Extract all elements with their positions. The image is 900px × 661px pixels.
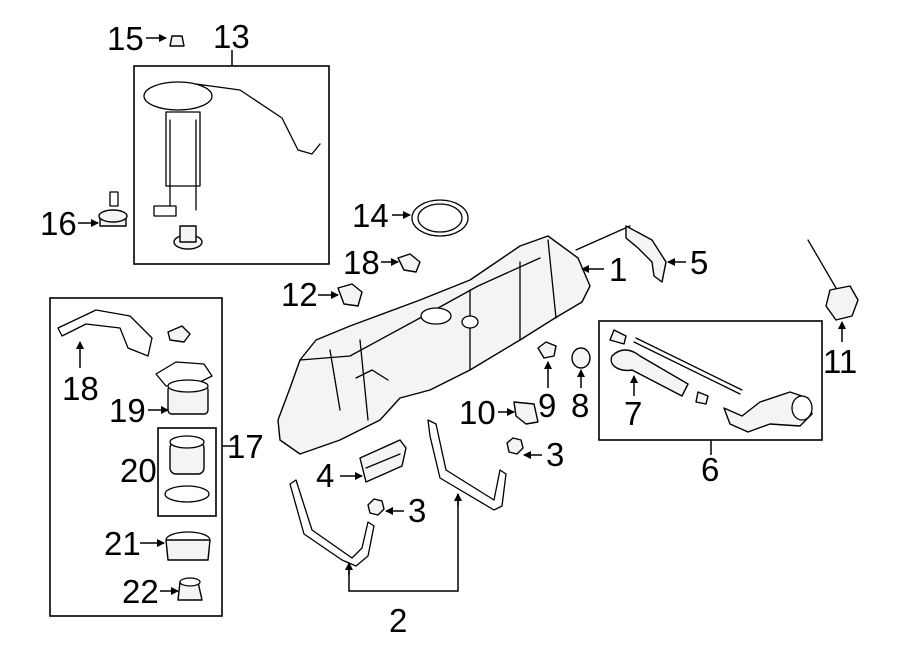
callout-8: 8 [571, 387, 589, 424]
heat-shield [359, 439, 407, 483]
callout-4: 4 [316, 457, 334, 494]
fitting-clip-9 [537, 341, 557, 359]
fastener-15 [169, 35, 185, 47]
callout-17: 17 [227, 428, 264, 465]
seal-ring-14-inner [417, 203, 463, 233]
leader-2 [348, 498, 459, 592]
filler-neck-assembly [609, 329, 813, 433]
callout-13: 13 [213, 18, 250, 55]
callout-5: 5 [690, 244, 708, 281]
callout-3a: 3 [546, 436, 564, 473]
callout-16: 16 [40, 205, 77, 242]
fuel-pump-module [143, 81, 321, 250]
callout-11: 11 [823, 343, 857, 380]
retainer-21 [165, 531, 211, 561]
nut-upper [506, 437, 524, 455]
bracket-18-kit [57, 309, 153, 357]
callout-18b: 18 [62, 370, 99, 407]
pump-kit-box [49, 297, 223, 617]
callout-21: 21 [104, 525, 141, 562]
bracket-10 [513, 401, 539, 425]
nut-lower [367, 498, 385, 516]
callout-14: 14 [352, 197, 389, 234]
filter-20 [164, 435, 210, 503]
callout-6: 6 [701, 451, 719, 488]
filler-shield [575, 225, 667, 283]
clip-18-kit [167, 325, 191, 343]
callout-9: 9 [538, 387, 556, 424]
callout-22: 22 [122, 573, 159, 610]
callout-18a: 18 [343, 244, 380, 281]
callout-15: 15 [107, 20, 144, 57]
callout-19: 19 [109, 392, 146, 429]
fuel-cap [807, 239, 859, 321]
callout-1: 1 [609, 251, 627, 288]
plug-22 [177, 577, 203, 601]
callout-7: 7 [624, 395, 642, 432]
tank-straps [289, 419, 507, 567]
callout-10: 10 [459, 394, 496, 431]
callout-20: 20 [120, 452, 157, 489]
callout-3b: 3 [408, 492, 426, 529]
lock-ring-16 [98, 191, 128, 227]
filter-seal-sub-box [157, 427, 217, 517]
bracket-18-upper [397, 253, 421, 273]
fuel-tank [277, 235, 591, 455]
seal-ring-14 [411, 199, 469, 237]
callout-2: 2 [389, 602, 407, 639]
fuel-pump-19 [155, 361, 213, 415]
fitting-cap-8 [571, 347, 591, 369]
vent-valve-12 [337, 283, 363, 307]
callout-12: 12 [281, 276, 318, 313]
